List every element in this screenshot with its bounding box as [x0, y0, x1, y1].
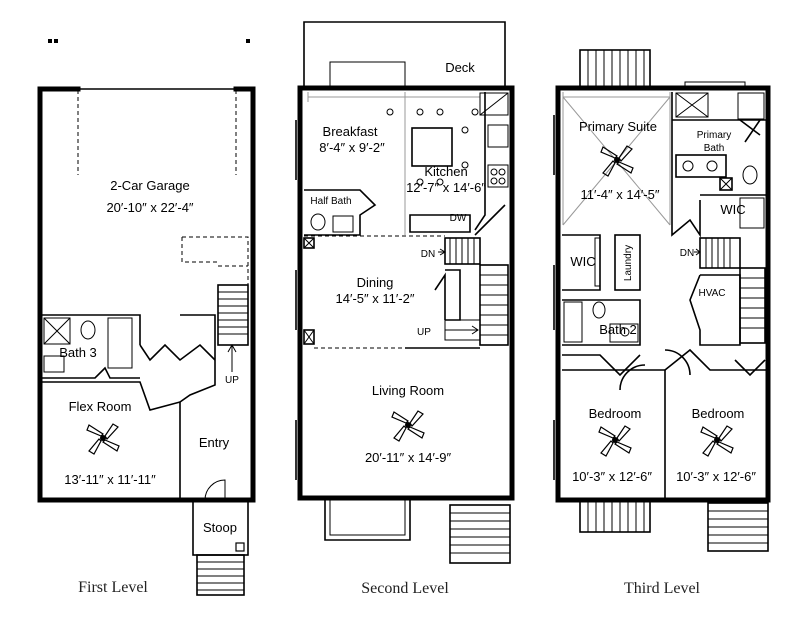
bath2-label: Bath 2 [599, 322, 637, 337]
breakfast-label: Breakfast [323, 124, 378, 139]
living-room-dims: 20′-11″ x 14′-9″ [365, 450, 452, 465]
living-room-label: Living Room [372, 383, 444, 398]
hvac-label: HVAC [698, 288, 725, 299]
deck-label: Deck [445, 60, 475, 75]
stair-up-label: UP [225, 375, 239, 386]
stair-down-label: DN [421, 249, 435, 260]
laundry-label: Laundry [623, 245, 634, 281]
bedroom-a-label: Bedroom [589, 406, 642, 421]
third-level-plan [553, 49, 771, 552]
corner-mark [54, 39, 58, 43]
first-level-plan [37, 86, 256, 596]
bedroom-b-dims: 10′-3″ x 12′-6″ [676, 469, 756, 484]
stair-up-label: UP [417, 327, 431, 338]
corner-mark [246, 39, 250, 43]
ceiling-fan-icon [598, 425, 632, 457]
dishwasher-label: DW [450, 213, 467, 224]
kitchen-label: Kitchen [424, 164, 467, 179]
second-level-caption: Second Level [361, 580, 449, 597]
ceiling-fan-icon [600, 145, 634, 177]
entry-label: Entry [199, 435, 230, 450]
breakfast-dims: 8′-4″ x 9′-2″ [319, 140, 385, 155]
bedroom-a-dims: 10′-3″ x 12′-6″ [572, 469, 652, 484]
third-level-caption: Third Level [624, 580, 701, 597]
bedroom-b-label: Bedroom [692, 406, 745, 421]
primary-bath-label-2: Bath [704, 143, 725, 154]
first-level-caption: First Level [78, 579, 148, 596]
dining-label: Dining [357, 275, 394, 290]
garage-label: 2-Car Garage [110, 178, 189, 193]
primary-suite-dims: 11′-4″ x 14′-5″ [581, 187, 660, 202]
stair-down-label: DN [680, 248, 694, 259]
dining-dims: 14′-5″ x 11′-2″ [336, 291, 415, 306]
ceiling-fan-icon [86, 423, 120, 455]
ceiling-fan-icon [700, 425, 734, 457]
primary-bath-label-1: Primary [697, 130, 731, 141]
wic-label: WIC [720, 202, 745, 217]
stoop-label: Stoop [203, 520, 237, 535]
kitchen-dims: 12′-7″ x 14′-6″ [406, 180, 486, 195]
ceiling-fan-icon [391, 410, 425, 442]
flex-room-label: Flex Room [69, 399, 132, 414]
bath3-label: Bath 3 [59, 345, 97, 360]
garage-dims: 20′-10″ x 22′-4″ [106, 200, 193, 215]
corner-mark [48, 39, 52, 43]
flex-room-dims: 13′-11″ x 11′-11″ [64, 472, 156, 487]
wic-label-left: WIC [570, 254, 595, 269]
second-level-plan [295, 21, 515, 564]
half-bath-label: Half Bath [310, 196, 351, 207]
primary-suite-label: Primary Suite [579, 119, 657, 134]
